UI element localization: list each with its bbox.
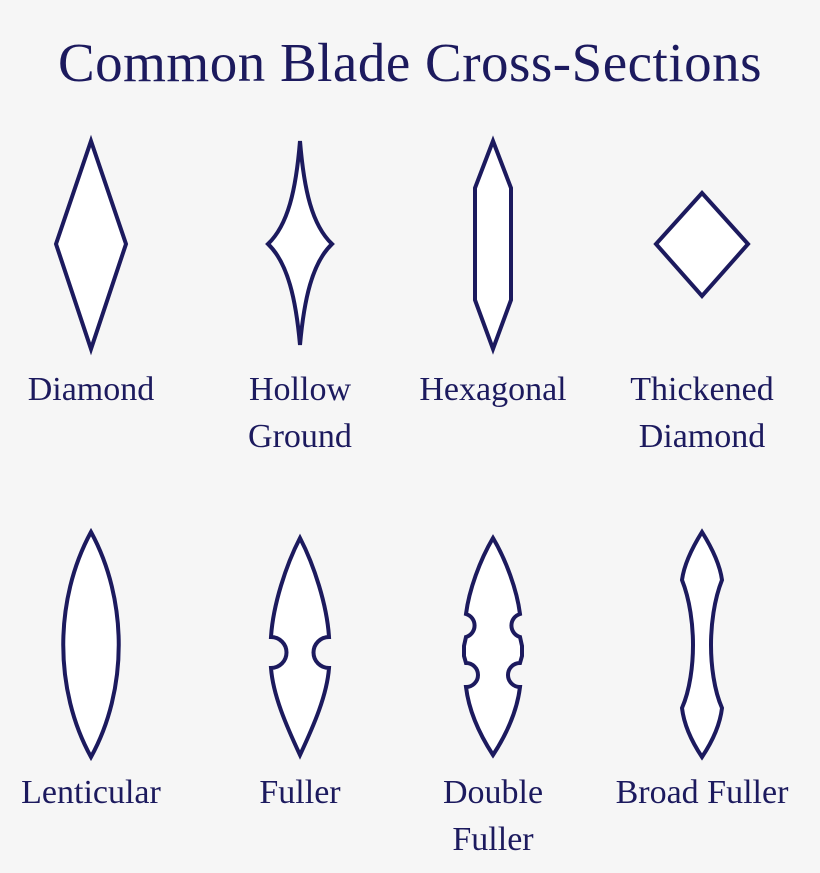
label-hollow-ground: Hollow Ground <box>248 371 352 455</box>
label-double-fuller: Double Fuller <box>442 774 544 858</box>
fuller-shape <box>268 533 332 760</box>
double-fuller-shape <box>462 534 524 759</box>
hollow-ground-shape <box>265 140 335 346</box>
hexagonal-shape <box>473 135 513 355</box>
label-hexagonal: Hexagonal <box>419 371 567 408</box>
label-diamond: Diamond <box>27 371 155 408</box>
diamond-shape <box>53 134 129 356</box>
label-lenticular: Lenticular <box>21 774 161 811</box>
label-fuller: Fuller <box>259 774 341 811</box>
thickened-diamond-shape <box>653 190 751 300</box>
lenticular-shape <box>61 527 121 762</box>
label-thickened-diamond: Thickened Diamond <box>630 371 774 455</box>
label-broad-fuller: Broad Fuller <box>615 774 789 811</box>
page-title: Common Blade Cross-Sections <box>57 32 763 93</box>
broad-fuller-shape <box>679 528 725 761</box>
